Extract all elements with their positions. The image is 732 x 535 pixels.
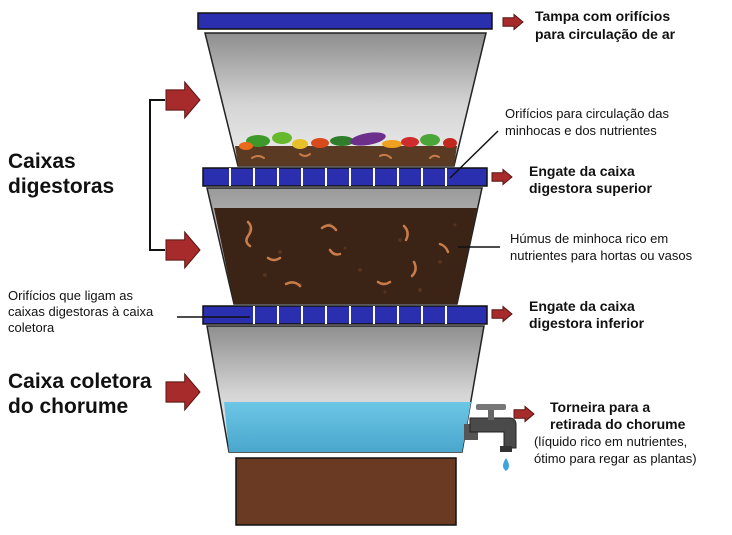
label-connecting-holes-line-1: Orifícios que ligam as (8, 288, 133, 303)
label-lower-coupling-line-2: digestora inferior (529, 315, 645, 331)
pointer-lines (177, 130, 500, 318)
label-collector-box-line-2: do chorume (8, 395, 128, 418)
food-scraps (239, 132, 457, 150)
label-upper-coupling-line-1: Engate da caixa (529, 163, 635, 179)
lower-coupling (202, 305, 488, 325)
lower-coupling-holes (253, 306, 447, 324)
label-lower-coupling-line-1: Engate da caixa (529, 298, 635, 314)
label-worm-holes-line-1: Orifícios para circulação das (505, 106, 670, 121)
label-lid-line-2: para circulação de ar (535, 26, 676, 42)
base-stand (235, 457, 457, 526)
faucet-icon (464, 404, 517, 452)
label-worm-holes-line-2: minhocas e dos nutrientes (505, 123, 657, 138)
top-lid (197, 12, 493, 30)
label-digester-boxes-line-1: Caixas (8, 150, 76, 173)
worms-upper (251, 153, 440, 159)
collector-arrow-icon (165, 372, 201, 412)
label-tap-line-2: retirada do chorume (550, 416, 686, 432)
digester-bracket (149, 99, 165, 251)
labels: Tampa com orifícios para circulação de ar… (8, 8, 697, 466)
label-humus-line-2: nutrientes para hortas ou vasos (510, 248, 693, 263)
label-collector-box-line-1: Caixa coletora (8, 370, 152, 393)
label-digester-boxes-line-2: digestoras (8, 175, 114, 198)
lower-coupling-arrow-icon (491, 305, 513, 323)
water-drop-icon (503, 458, 509, 471)
label-connecting-holes-line-3: coletora (8, 320, 55, 335)
label-tap-note-line-1: (líquido rico em nutrientes, (534, 434, 687, 449)
upper-coupling-arrow-icon (491, 168, 513, 186)
leachate-liquid (224, 402, 471, 452)
label-humus-line-1: Húmus de minhoca rico em (510, 231, 668, 246)
upper-coupling-holes (229, 168, 447, 186)
label-lid-line-1: Tampa com orifícios (535, 8, 670, 24)
upper-coupling (202, 167, 488, 187)
arrows (165, 13, 535, 423)
label-upper-coupling-line-2: digestora superior (529, 180, 652, 196)
label-tap-line-1: Torneira para a (550, 399, 650, 415)
label-connecting-holes-line-2: caixas digestoras à caixa (8, 304, 154, 319)
tap-arrow-icon (513, 405, 535, 423)
upper-digester-arrow-icon (165, 80, 201, 120)
humus-layer (214, 208, 477, 304)
label-tap-note-line-2: ótimo para regar as plantas) (534, 451, 697, 466)
lid-arrow-icon (502, 13, 524, 31)
worms-lower (245, 220, 450, 288)
food-scraps-layer (235, 146, 457, 166)
lower-digester-arrow-icon (165, 230, 201, 270)
